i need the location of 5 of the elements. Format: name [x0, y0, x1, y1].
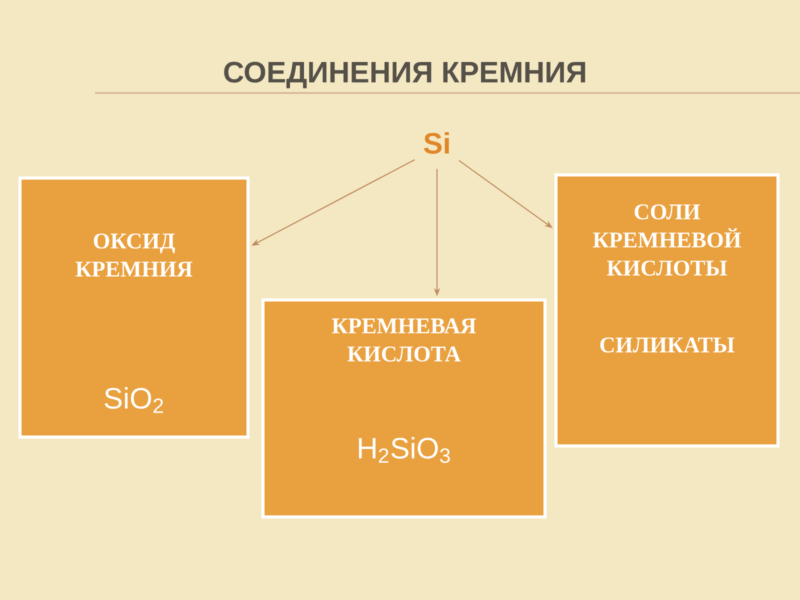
info-box: ОКСИД КРЕМНИЯ SiO$_{2}$ — [18, 176, 250, 439]
title: СОЕДИНЕНИЯ КРЕМНИЯ — [224, 62, 586, 88]
element-symbol: Si — [424, 132, 449, 154]
info-box: КРЕМНЕВАЯ КИСЛОТА H$_{2}$SiO$_{3}$ — [261, 298, 547, 519]
info-box: СОЛИ КРЕМНЕВОЙ КИСЛОТЫ СИЛИКАТЫ — [554, 173, 780, 448]
